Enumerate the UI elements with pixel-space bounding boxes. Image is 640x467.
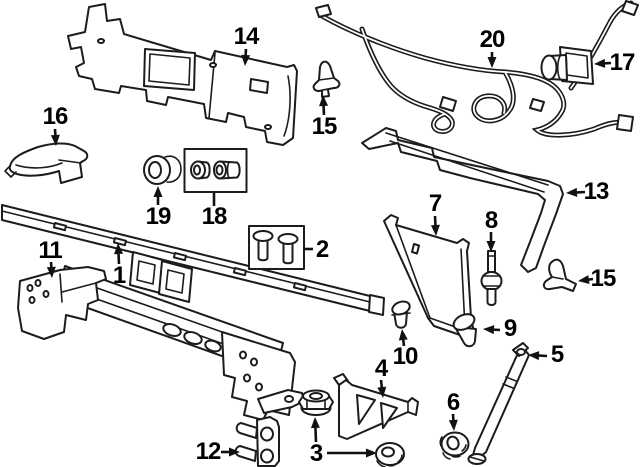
- arrowhead-3: [366, 448, 377, 458]
- arrowhead-7: [430, 224, 440, 236]
- callout-9: 9: [503, 315, 517, 342]
- callout-19: 19: [145, 203, 172, 230]
- arrowhead-19: [153, 186, 163, 197]
- arrowhead-20: [487, 57, 497, 68]
- arrowhead-10: [398, 329, 408, 341]
- part-15-clip-b: [542, 258, 577, 292]
- callout-15b: 15: [590, 265, 617, 292]
- leader-line-3: [314, 425, 318, 443]
- arrowhead-11: [46, 266, 56, 278]
- part-1-impact-bar: [56, 265, 305, 421]
- part-7-closeout-panel: [383, 214, 475, 338]
- callout-15a: 15: [311, 113, 338, 140]
- part-4-gusset-bracket: [333, 373, 419, 440]
- arrowhead-16: [50, 134, 60, 146]
- part-6-grommet-nut: [439, 431, 470, 460]
- part-18-bushings-box: [183, 148, 248, 193]
- arrowhead-5: [528, 351, 540, 361]
- part-13-step-pad: [361, 127, 564, 273]
- part-16-bracket: [4, 142, 89, 184]
- part-11-end-bracket: [17, 266, 107, 340]
- part-9-push-clip: [452, 313, 477, 348]
- arrowhead-6: [448, 419, 458, 431]
- callout-13: 13: [583, 178, 610, 205]
- callout-7: 7: [428, 190, 442, 217]
- part-10-clip: [391, 300, 411, 329]
- callout-leaders: [46, 48, 612, 458]
- part-3-round-nut: [375, 442, 405, 467]
- arrowhead-15a: [319, 95, 329, 107]
- leader-line-1: [117, 251, 121, 265]
- arrowhead-8: [486, 241, 496, 252]
- callout-14: 14: [233, 23, 260, 50]
- callout-11: 11: [38, 237, 62, 264]
- callout-6: 6: [446, 389, 460, 416]
- callout-16: 16: [42, 103, 69, 130]
- part-2-bolts-box: [248, 225, 305, 270]
- part-3-hex-nut: [298, 389, 334, 416]
- part-12-bracket: [234, 416, 280, 467]
- part-19-grommet: [143, 155, 182, 185]
- callout-17: 17: [609, 49, 636, 76]
- arrowhead-17: [594, 58, 606, 68]
- part-17-sensor: [540, 46, 594, 85]
- callout-20: 20: [479, 26, 506, 53]
- callout-3: 3: [309, 440, 323, 467]
- arrowhead-12: [229, 447, 240, 457]
- part-5-support-rod: [467, 342, 530, 465]
- arrowhead-1: [114, 243, 124, 255]
- arrowhead-9: [483, 325, 495, 335]
- callout-1: 1: [112, 262, 126, 289]
- callout-8: 8: [484, 207, 498, 234]
- callout-2: 2: [315, 236, 329, 263]
- callout-12: 12: [195, 438, 222, 465]
- part-14-panel: [67, 3, 298, 146]
- arrowhead-15b: [578, 275, 590, 285]
- callout-4: 4: [374, 355, 388, 382]
- part-15-clip-a: [312, 60, 341, 98]
- arrowhead-3: [310, 417, 320, 429]
- arrowhead-13: [566, 187, 578, 197]
- callout-18: 18: [201, 203, 228, 230]
- arrowhead-4: [377, 386, 387, 398]
- callout-10: 10: [392, 343, 419, 370]
- part-20-wiring-harness: [315, 0, 639, 138]
- callout-5: 5: [550, 341, 564, 368]
- part-1-upper-rail: [1, 204, 385, 316]
- part-8-bolt: [480, 250, 503, 306]
- arrowhead-14: [241, 54, 251, 66]
